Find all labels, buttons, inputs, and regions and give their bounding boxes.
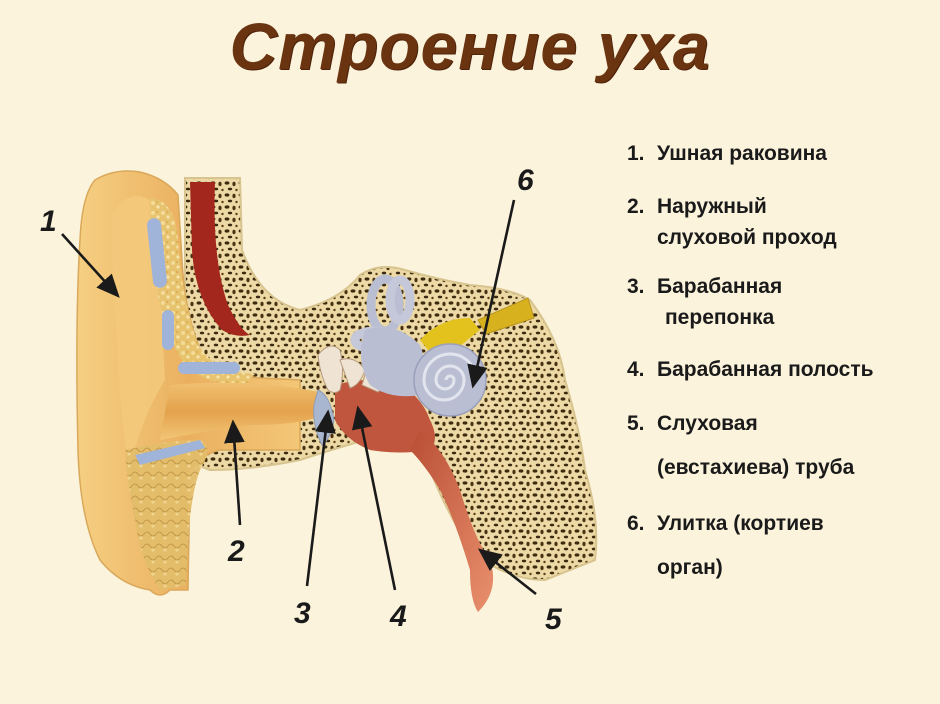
callout-2: 2 bbox=[228, 535, 245, 568]
arrow-5 bbox=[477, 548, 537, 596]
tympanic-cavity bbox=[335, 379, 435, 453]
arrow-1 bbox=[61, 233, 120, 298]
arrow-3 bbox=[305, 409, 336, 587]
arrow-6 bbox=[467, 199, 516, 389]
callout-3: 3 bbox=[294, 597, 311, 630]
vestibule bbox=[361, 327, 425, 397]
legend-item-4: 4.Барабанная полость bbox=[627, 358, 874, 381]
auricle bbox=[76, 170, 301, 596]
legend-item-6: 6.Улитка (кортиев орган) bbox=[627, 512, 824, 579]
blood-vessel bbox=[190, 182, 250, 336]
ear-canal bbox=[160, 382, 325, 440]
callout-arrows bbox=[61, 199, 537, 596]
legend-item-1: 1.Ушная раковина bbox=[627, 142, 827, 165]
callout-6: 6 bbox=[517, 164, 534, 197]
callout-5: 5 bbox=[545, 603, 562, 636]
legend-item-2: 2.Наружный слуховой проход bbox=[627, 195, 837, 249]
callout-4: 4 bbox=[390, 600, 407, 633]
callout-1: 1 bbox=[40, 205, 57, 238]
legend-item-3: 3.Барабанная перепонка bbox=[627, 275, 783, 329]
page-title: Строение уха bbox=[229, 9, 711, 83]
arrow-2 bbox=[224, 419, 245, 526]
arrow-4 bbox=[351, 405, 397, 591]
cochlea bbox=[413, 343, 487, 417]
legend-item-5: 5.Слуховая (евстахиева) труба bbox=[627, 412, 855, 479]
eustachian-tube bbox=[410, 430, 494, 612]
